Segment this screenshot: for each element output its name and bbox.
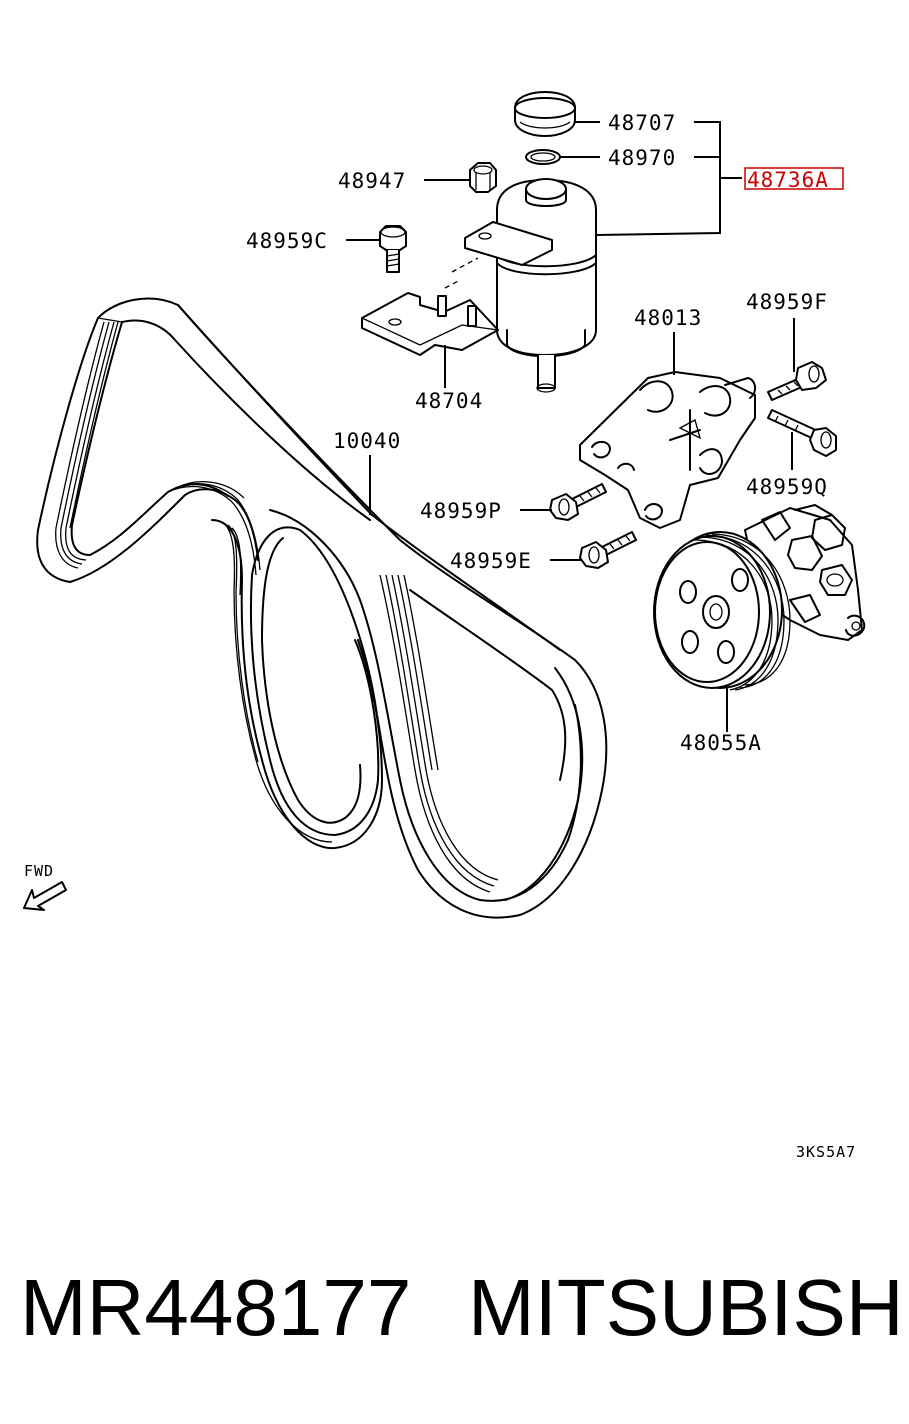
label-48959c[interactable]: 48959C [246, 229, 328, 253]
label-48959f[interactable]: 48959F [746, 290, 828, 314]
brand-name: MITSUBISHI [468, 1263, 909, 1352]
drive-belt-10040 [36, 297, 608, 919]
label-48959p[interactable]: 48959P [420, 499, 502, 523]
o-ring-48970 [525, 149, 561, 165]
label-48970[interactable]: 48970 [608, 146, 676, 170]
label-48959q[interactable]: 48959Q [746, 475, 828, 499]
leader-lines [346, 121, 795, 732]
label-10040[interactable]: 10040 [333, 429, 401, 453]
label-48013[interactable]: 48013 [634, 306, 702, 330]
nut-48947 [469, 162, 497, 193]
bolt-48959p [549, 483, 607, 521]
fwd-arrow-icon [23, 881, 67, 911]
pump-bracket-48013 [579, 371, 756, 529]
bolt-48959f [767, 361, 827, 401]
highlight-box-48736a [744, 167, 844, 190]
bolt-48959e [579, 531, 637, 569]
diagram-code: 3KS5A7 [796, 1143, 856, 1161]
bolt-48959q [767, 409, 837, 457]
label-fwd: FWD [24, 862, 54, 880]
power-steering-pump-48055a [653, 504, 866, 691]
label-48707[interactable]: 48707 [608, 111, 676, 135]
label-48947[interactable]: 48947 [338, 169, 406, 193]
footer: MR448177 MITSUBISHI [0, 1262, 909, 1372]
label-48736a[interactable]: 48736A [747, 168, 829, 192]
bolt-48959c [379, 225, 407, 273]
bracket-48704 [361, 257, 499, 356]
label-48959e[interactable]: 48959E [450, 549, 532, 573]
reservoir-cap-48707 [514, 91, 576, 137]
label-48055a[interactable]: 48055A [680, 731, 762, 755]
part-number: MR448177 [20, 1263, 412, 1352]
reservoir-tank-48736a [464, 178, 597, 393]
label-48704[interactable]: 48704 [415, 389, 483, 413]
